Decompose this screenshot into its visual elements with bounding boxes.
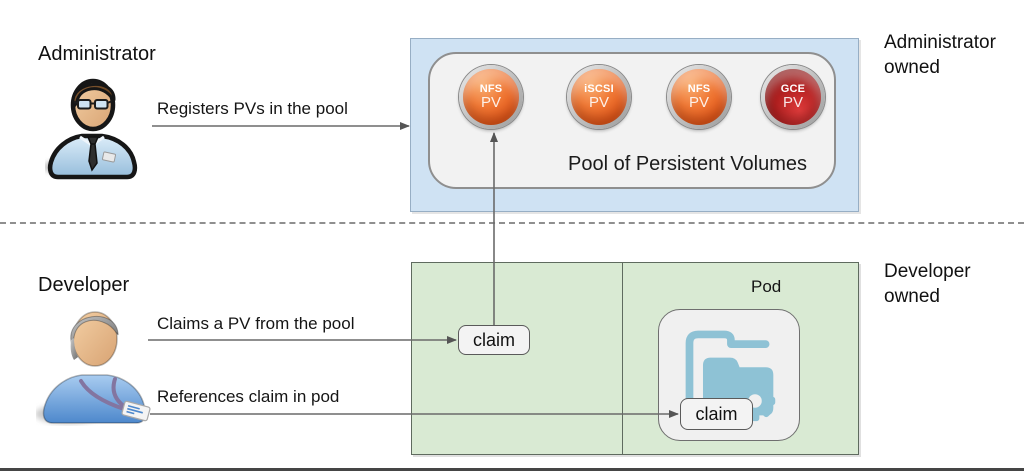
developer-label: Developer [38, 274, 130, 296]
pv-type-label: NFS [687, 82, 711, 95]
pool-claim-label: claim [472, 329, 515, 350]
claims-arrow-label: Claims a PV from the pool [157, 314, 355, 333]
pod-claim-label: claim [695, 403, 738, 424]
pod-section-divider [622, 263, 623, 454]
pv-pool-box: NFS PV iSCSI PV NFS PV GCE PV [428, 52, 836, 189]
pv-kind-label: PV [588, 93, 609, 111]
administrator-icon [45, 78, 138, 180]
pv-type-label: NFS [479, 82, 503, 95]
references-arrow-label: References claim in pod [157, 387, 340, 406]
pod-label: Pod [751, 277, 782, 296]
admin-owned-region: NFS PV iSCSI PV NFS PV GCE PV [410, 38, 859, 212]
pod-claim-box[interactable]: claim [680, 398, 753, 430]
registers-arrow-label: Registers PVs in the pool [157, 99, 348, 118]
pv-badge-gce[interactable]: GCE PV [761, 65, 825, 129]
pv-kind-label: PV [480, 93, 501, 111]
administrator-label: Administrator [38, 43, 156, 65]
pool-claim-box[interactable]: claim [458, 325, 530, 355]
pv-type-label: iSCSI [584, 82, 614, 95]
developer-owned-label: Developer owned [884, 261, 971, 307]
pv-badge-iscsi[interactable]: iSCSI PV [567, 65, 631, 129]
pv-kind-label: PV [688, 93, 709, 111]
pv-badge-nfs-1[interactable]: NFS PV [459, 65, 523, 129]
pv-type-label: GCE [780, 82, 806, 95]
administrator-owned-label: Administrator owned [884, 32, 996, 78]
pool-title: Pool of Persistent Volumes [568, 153, 808, 175]
developer-icon [36, 311, 151, 424]
bottom-border-line [0, 468, 1024, 471]
lanyard-icon [79, 377, 151, 422]
ownership-divider-line [0, 222, 1024, 224]
pv-kind-label: PV [782, 93, 803, 111]
glasses-icon [73, 99, 113, 110]
pv-badge-nfs-2[interactable]: NFS PV [667, 65, 731, 129]
